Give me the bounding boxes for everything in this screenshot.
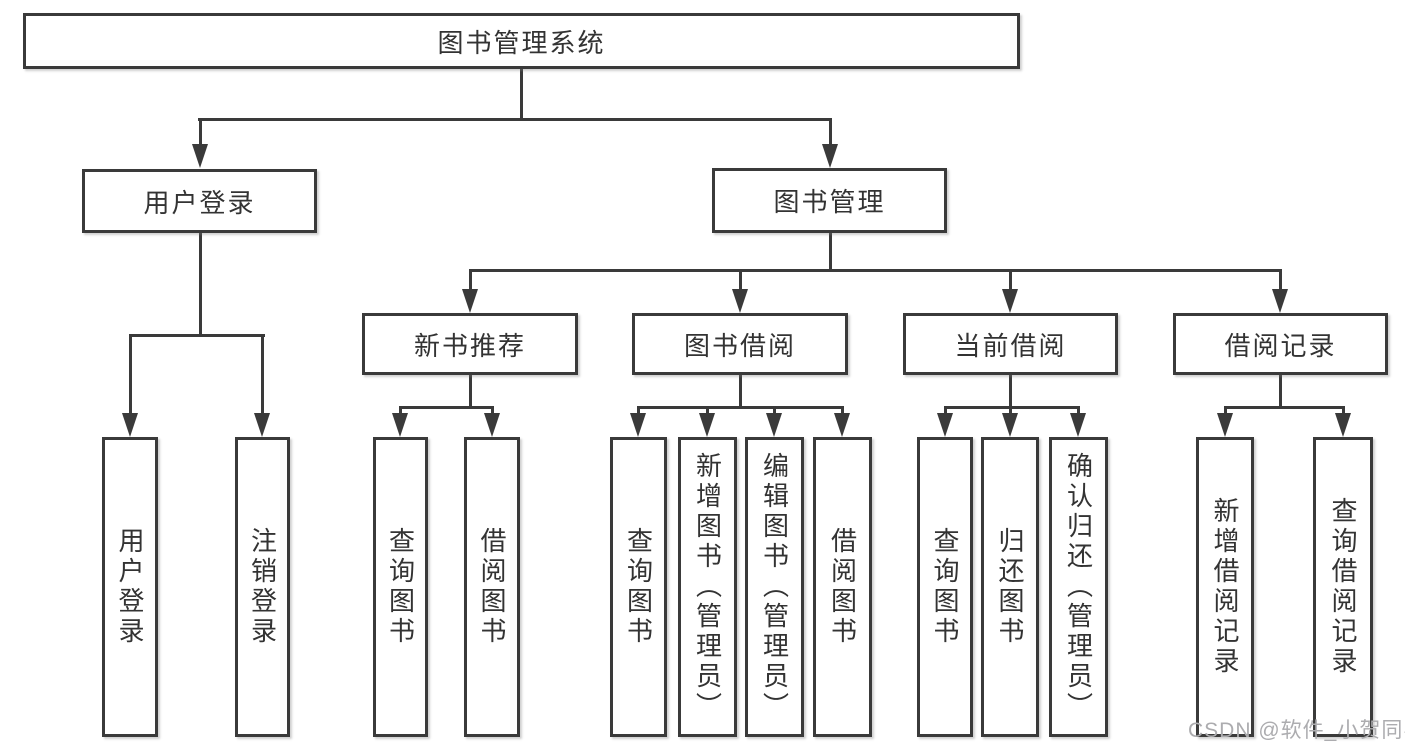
connector-root-hbar [198, 118, 832, 121]
connector-drop-leaf [841, 406, 844, 416]
leaf-label: 查询借阅记录 [1328, 497, 1358, 677]
leaf-label: 归还图书 [995, 527, 1025, 647]
connector-drop-leaf [1342, 406, 1345, 416]
connector-drop-leaf-logout [261, 334, 264, 415]
arrow-down-icon [822, 144, 838, 168]
connector-drop-borrow [739, 269, 742, 291]
arrow-down-icon [732, 289, 748, 313]
connector-drop-leaf [491, 406, 494, 416]
node-user-login: 用户登录 [82, 169, 317, 233]
connector-newbook-hbar [399, 406, 493, 409]
leaf-label: 新增图书（管理员） [692, 452, 723, 722]
connector-drop-newbook [469, 269, 472, 291]
arrow-down-icon [1272, 289, 1288, 313]
arrow-down-icon [699, 413, 715, 437]
leaf-query-borrow-record: 查询借阅记录 [1313, 437, 1373, 737]
leaf-label: 借阅图书 [827, 527, 858, 647]
connector-drop-leaf [1224, 406, 1227, 416]
leaf-query-books-borrow: 查询图书 [610, 437, 667, 737]
connector-records-hbar [1224, 406, 1345, 409]
connector-drop-leaf [706, 406, 709, 416]
arrow-down-icon [122, 413, 138, 437]
connector-drop-current [1009, 269, 1012, 291]
arrow-down-icon [766, 413, 782, 437]
connector-drop-leaf [637, 406, 640, 416]
arrow-down-icon [834, 413, 850, 437]
arrow-down-icon [1002, 289, 1018, 313]
connector-drop-leaf [1077, 406, 1080, 416]
leaf-label: 借阅图书 [477, 527, 507, 647]
leaf-user-login: 用户登录 [102, 437, 158, 737]
arrow-down-icon [392, 413, 408, 437]
connector-drop-leaf [1009, 406, 1012, 416]
leaf-return-books: 归还图书 [981, 437, 1039, 737]
leaf-add-books-admin: 新增图书（管理员） [678, 437, 737, 737]
leaf-edit-books-admin: 编辑图书（管理员） [745, 437, 804, 737]
connector-current-hbar [944, 406, 1080, 409]
leaf-label: 确认归还（管理员） [1063, 452, 1094, 722]
leaf-label: 编辑图书（管理员） [759, 452, 790, 722]
leaf-label: 用户登录 [115, 527, 145, 647]
leaf-label: 查询图书 [623, 527, 654, 647]
node-current-borrowing: 当前借阅 [903, 313, 1118, 375]
arrow-down-icon [1335, 413, 1351, 437]
node-root: 图书管理系统 [23, 13, 1020, 69]
leaf-confirm-return-admin: 确认归还（管理员） [1049, 437, 1108, 737]
arrow-down-icon [1070, 413, 1086, 437]
leaf-label: 查询图书 [385, 527, 416, 647]
arrow-down-icon [937, 413, 953, 437]
node-new-book-recommend: 新书推荐 [362, 313, 578, 375]
connector-drop-leaf [944, 406, 947, 416]
connector-drop-leaf [773, 406, 776, 416]
connector-bookmgmt-hbar [469, 269, 1282, 272]
leaf-label: 注销登录 [247, 527, 278, 647]
leaf-query-books-newbook: 查询图书 [373, 437, 428, 737]
leaf-query-books-current: 查询图书 [917, 437, 973, 737]
connector-current-stem [1009, 375, 1012, 409]
arrow-down-icon [462, 289, 478, 313]
node-borrowing-records: 借阅记录 [1173, 313, 1388, 375]
arrow-down-icon [254, 413, 270, 437]
arrow-down-icon [192, 144, 208, 168]
node-book-management: 图书管理 [712, 168, 947, 233]
connector-login-hbar [129, 334, 265, 337]
connector-bookmgmt-stem [829, 233, 832, 272]
connector-records-stem [1279, 375, 1282, 409]
node-book-borrowing: 图书借阅 [632, 313, 848, 375]
connector-borrow-stem [739, 375, 742, 409]
arrow-down-icon [1217, 413, 1233, 437]
connector-drop-user-login [199, 118, 202, 146]
connector-borrow-hbar [637, 406, 844, 409]
connector-drop-book-management [829, 118, 832, 146]
connector-drop-records [1279, 269, 1282, 291]
leaf-label: 查询图书 [930, 527, 960, 647]
leaf-borrow-books-newbook: 借阅图书 [464, 437, 520, 737]
connector-drop-leaf [399, 406, 402, 416]
arrow-down-icon [630, 413, 646, 437]
leaf-borrow-books: 借阅图书 [813, 437, 872, 737]
leaf-logout: 注销登录 [235, 437, 290, 737]
connector-login-stem [199, 233, 202, 337]
leaf-add-borrow-record: 新增借阅记录 [1196, 437, 1254, 737]
csdn-watermark: CSDN @软件_小贺同学 [1188, 719, 1405, 742]
connector-root-stem [520, 69, 523, 119]
arrow-down-icon [484, 413, 500, 437]
connector-drop-leaf-login [129, 334, 132, 415]
leaf-label: 新增借阅记录 [1210, 497, 1240, 677]
arrow-down-icon [1002, 413, 1018, 437]
connector-newbook-stem [469, 375, 472, 409]
